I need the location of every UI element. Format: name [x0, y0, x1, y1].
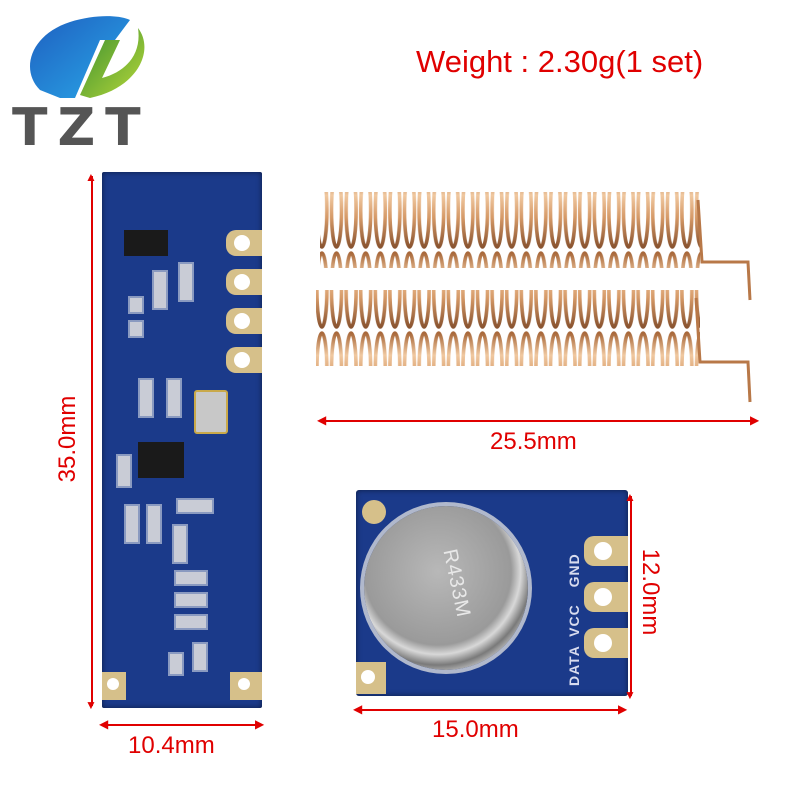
pin-hole [107, 678, 119, 690]
arrow-left-icon: ◀ [353, 702, 363, 716]
pin-labels: DATA VCC GND [566, 506, 586, 686]
pin-label-vcc: VCC [566, 604, 582, 637]
transmitter-height-label: 12.0mm [637, 548, 664, 636]
smd-component [138, 378, 154, 418]
smd-component [174, 592, 208, 608]
arrow-down-icon: ▼ [624, 688, 636, 702]
mounting-pad [362, 500, 386, 524]
smd-component [176, 498, 214, 514]
receiver-width-label: 10.4mm [128, 732, 215, 759]
antenna-coil-top [320, 192, 752, 301]
arrow-down-icon: ▼ [85, 698, 97, 712]
smd-component [166, 378, 182, 418]
receiver-height-label: 35.0mm [54, 395, 81, 483]
tzt-logo: TZT [10, 10, 150, 158]
weight-label: Weight : 2.30g(1 set) [416, 44, 704, 79]
smd-component [192, 642, 208, 672]
antenna-length-line [322, 420, 756, 422]
smd-component [124, 504, 140, 544]
arrow-right-icon: ▶ [750, 413, 760, 427]
ic-chip [138, 442, 184, 478]
pin-hole [594, 588, 612, 606]
logo-text: TZT [12, 98, 151, 158]
transmitter-module: R433M DATA VCC GND [356, 490, 628, 696]
regulator-chip [124, 230, 168, 256]
arrow-up-icon: ▲ [85, 170, 97, 184]
smd-component [174, 614, 208, 630]
pin-hole [361, 670, 375, 684]
spring-antennas [316, 192, 752, 403]
pin-label-data: DATA [566, 645, 582, 686]
arrow-right-icon: ▶ [618, 702, 628, 716]
antenna-coil-bottom [316, 290, 752, 403]
pin-hole [234, 313, 250, 329]
arrow-up-icon: ▲ [624, 490, 636, 504]
smd-component [178, 262, 194, 302]
smd-component [174, 570, 208, 586]
pin-hole [234, 235, 250, 251]
logo-emblem-icon [30, 16, 145, 98]
receiver-height-line [91, 176, 93, 706]
smd-component [146, 504, 162, 544]
pin-hole [594, 634, 612, 652]
arrow-right-icon: ▶ [255, 717, 265, 731]
pin-hole [238, 678, 250, 690]
antenna-length-label: 25.5mm [490, 428, 577, 455]
smd-component [116, 454, 132, 488]
pin-label-gnd: GND [566, 553, 582, 588]
smd-component [168, 652, 184, 676]
crystal-oscillator [194, 390, 228, 434]
smd-component [128, 320, 144, 338]
transmitter-width-line [358, 709, 624, 711]
smd-component [152, 270, 168, 310]
arrow-left-icon: ◀ [317, 413, 327, 427]
pin-hole [234, 352, 250, 368]
arrow-left-icon: ◀ [99, 717, 109, 731]
smd-component [172, 524, 188, 564]
pin-hole [234, 274, 250, 290]
receiver-module [102, 172, 265, 710]
transmitter-width-label: 15.0mm [432, 716, 519, 743]
transmitter-height-line [630, 496, 632, 696]
pin-hole [594, 542, 612, 560]
smd-component [128, 296, 144, 314]
receiver-width-line [104, 724, 262, 726]
saw-resonator-can [364, 506, 528, 670]
